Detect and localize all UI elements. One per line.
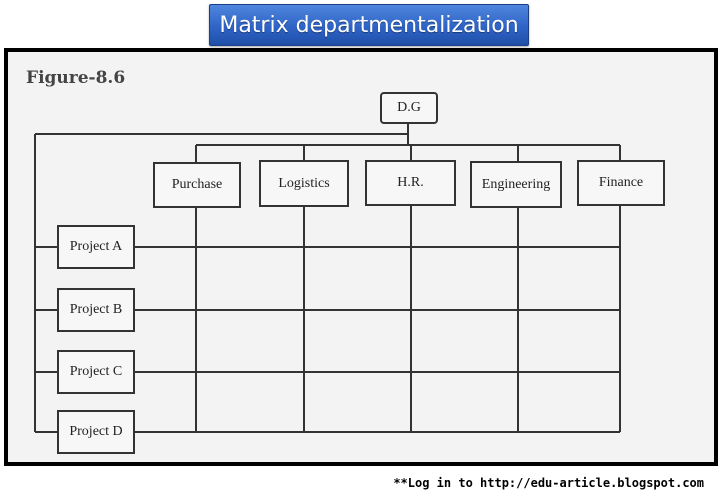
project-node-b: Project B xyxy=(57,288,135,332)
project-label: Project B xyxy=(69,302,123,317)
dept-label: H.R. xyxy=(397,175,424,190)
dept-node-purchase: Purchase xyxy=(153,162,241,208)
dept-node-engineering: Engineering xyxy=(470,161,562,208)
dept-node-finance: Finance xyxy=(577,160,665,206)
project-label: Project A xyxy=(69,239,123,254)
dg-node: D.G xyxy=(380,92,438,124)
matrix-connector-lines xyxy=(34,124,621,433)
dept-label: Purchase xyxy=(171,177,223,192)
dept-label: Engineering xyxy=(481,176,551,192)
project-node-c: Project C xyxy=(57,350,135,394)
figure-frame: Figure-8.6 D.G Purchase Logistics H.R. E… xyxy=(4,48,718,466)
banner-title: Matrix departmentalization xyxy=(219,12,519,38)
dept-node-logistics: Logistics xyxy=(259,160,349,207)
figure-label: Figure-8.6 xyxy=(26,68,126,88)
title-banner: Matrix departmentalization xyxy=(209,4,529,46)
project-node-a: Project A xyxy=(57,225,135,269)
footer-credit: **Log in to http://edu-article.blogspot.… xyxy=(393,476,704,490)
dept-label: Logistics xyxy=(278,175,330,191)
project-label: Project C xyxy=(69,364,123,379)
dept-label: Finance xyxy=(598,175,644,190)
dept-node-hr: H.R. xyxy=(365,160,456,206)
project-label: Project D xyxy=(69,424,123,439)
dg-label: D.G xyxy=(397,100,421,115)
project-node-d: Project D xyxy=(57,410,135,454)
